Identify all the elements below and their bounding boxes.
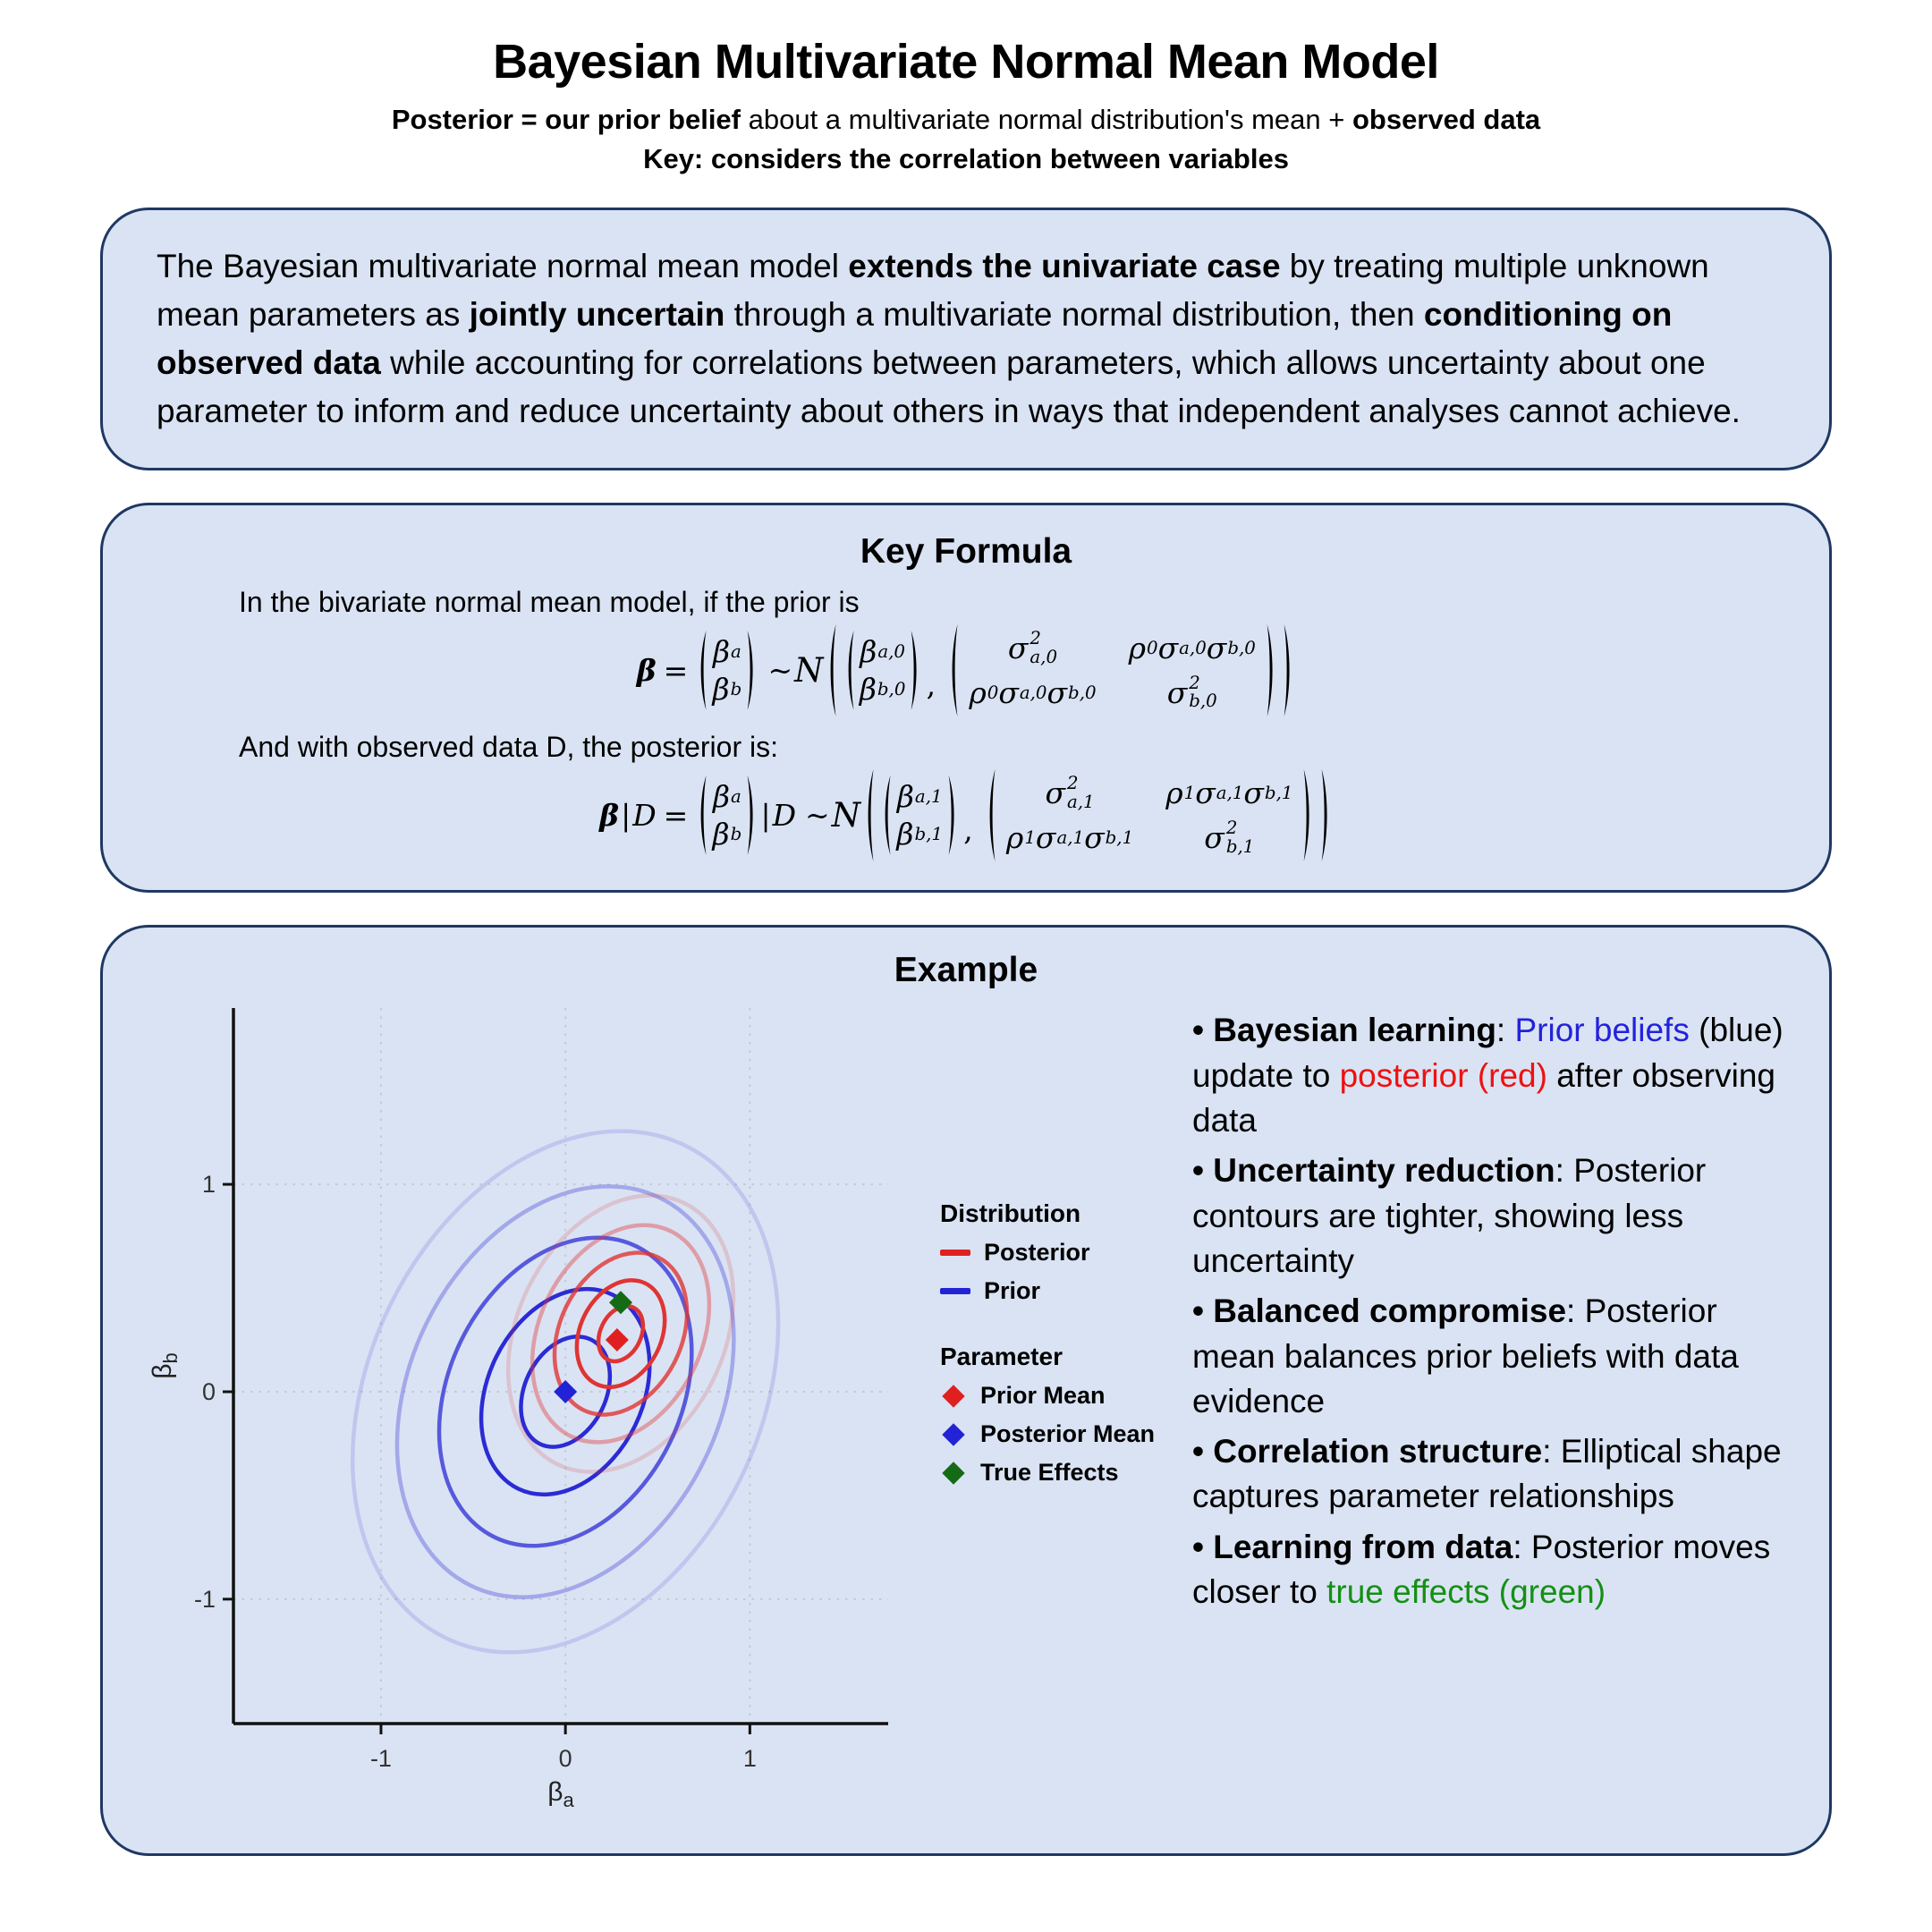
posterior-contours	[505, 1193, 736, 1475]
intro-text: The Bayesian multivariate normal mean mo…	[157, 248, 1741, 430]
bullet-correlation-structure: • Correlation structure: Elliptical shap…	[1192, 1433, 1782, 1515]
prior-contours	[351, 1129, 781, 1655]
right-paren	[1265, 624, 1276, 717]
true-effects-marker	[609, 1291, 633, 1315]
bullet-uncertainty-reduction: • Uncertainty reduction: Posterior conto…	[1192, 1152, 1707, 1279]
x-tick-label: -1	[370, 1745, 392, 1772]
right-paren	[946, 775, 958, 856]
legend-item-prior: Prior	[940, 1277, 1165, 1305]
formula-posterior-line: And with observed data D, the posterior …	[239, 731, 778, 764]
left-paren	[948, 624, 960, 717]
example-bullets: • Bayesian learning: Prior beliefs (blue…	[1192, 1008, 1788, 1620]
left-paren	[844, 631, 856, 711]
example-content: -1 0 1 -1 0 1 βa βb Distribution Posterior Prio…	[144, 992, 1788, 1828]
plot-svg: -1 0 1 -1 0 1 βa βb	[148, 1008, 888, 1812]
right-paren	[1301, 769, 1313, 862]
right-paren	[745, 631, 757, 711]
left-paren	[881, 775, 893, 856]
x-tick-label: 0	[559, 1745, 572, 1772]
true-effects-diamond-icon	[942, 1462, 965, 1485]
prior-mean-marker	[605, 1328, 629, 1352]
page-title: Bayesian Multivariate Normal Mean Model	[493, 35, 1439, 89]
bullet-balanced-compromise: • Balanced compromise: Posterior mean ba…	[1192, 1292, 1739, 1419]
bullet-bayesian-learning: • Bayesian learning: Prior beliefs (blue…	[1192, 1012, 1784, 1139]
posterior-line-swatch	[940, 1250, 970, 1257]
y-tick-label: 0	[202, 1378, 216, 1405]
legend-distribution-title: Distribution	[940, 1199, 1081, 1228]
prior-mean-diamond-icon	[942, 1385, 965, 1408]
legend-label-prior-mean: Prior Mean	[980, 1382, 1106, 1410]
legend-item-prior-mean: Prior Mean	[940, 1382, 1165, 1410]
left-paren	[697, 775, 708, 856]
formula-prior-line: In the bivariate normal mean model, if t…	[239, 586, 860, 619]
legend-item-true-effects: True Effects	[940, 1459, 1165, 1487]
left-paren	[826, 624, 838, 717]
x-tick-label: 1	[743, 1745, 757, 1772]
left-paren	[697, 631, 708, 711]
legend-label-prior: Prior	[984, 1277, 1041, 1305]
legend-parameter-title: Parameter	[940, 1343, 1063, 1371]
legend-label-posterior-mean: Posterior Mean	[980, 1420, 1156, 1448]
bullet-learning-from-data: • Learning from data: Posterior moves cl…	[1192, 1528, 1771, 1611]
subtitle-line-2: Key: considers the correlation between v…	[643, 143, 1289, 174]
header: Bayesian Multivariate Normal Mean Model …	[0, 0, 1932, 175]
right-paren	[909, 631, 920, 711]
mean-markers	[554, 1291, 633, 1404]
subtitle-line-1: Posterior = our prior belief about a mul…	[391, 104, 1541, 135]
left-paren	[864, 769, 876, 862]
prior-line-swatch	[940, 1288, 970, 1295]
y-tick-label: 1	[202, 1171, 216, 1198]
left-paren	[986, 769, 997, 862]
y-tick-label: -1	[194, 1586, 216, 1613]
key-formula-box: Key Formula In the bivariate normal mean…	[100, 503, 1832, 894]
right-paren	[1282, 624, 1293, 717]
example-title: Example	[894, 951, 1038, 990]
plot-axes: -1 0 1 -1 0 1	[194, 1008, 888, 1772]
right-paren	[1319, 769, 1331, 862]
legend-item-posterior: Posterior	[940, 1239, 1165, 1267]
example-box: Example -1 0 1 -1 0 1 βa βb Distribution Poster…	[100, 925, 1832, 1857]
right-paren	[745, 775, 757, 856]
axis-labels: βa βb	[148, 1353, 575, 1812]
y-axis-label: βb	[148, 1353, 182, 1380]
plot-legend: Distribution Posterior Prior Parameter P…	[940, 1199, 1165, 1497]
intro-box: The Bayesian multivariate normal mean mo…	[100, 208, 1832, 471]
legend-label-true-effects: True Effects	[980, 1459, 1119, 1487]
legend-label-posterior: Posterior	[984, 1239, 1090, 1267]
x-axis-label: βa	[547, 1777, 574, 1811]
posterior-mean-marker	[554, 1380, 578, 1404]
contour-plot: -1 0 1 -1 0 1 βa βb	[144, 992, 913, 1828]
legend-item-posterior-mean: Posterior Mean	[940, 1420, 1165, 1448]
key-formula-title: Key Formula	[860, 532, 1072, 572]
plot-gridlines	[233, 1008, 888, 1724]
posterior-mean-diamond-icon	[942, 1423, 965, 1446]
